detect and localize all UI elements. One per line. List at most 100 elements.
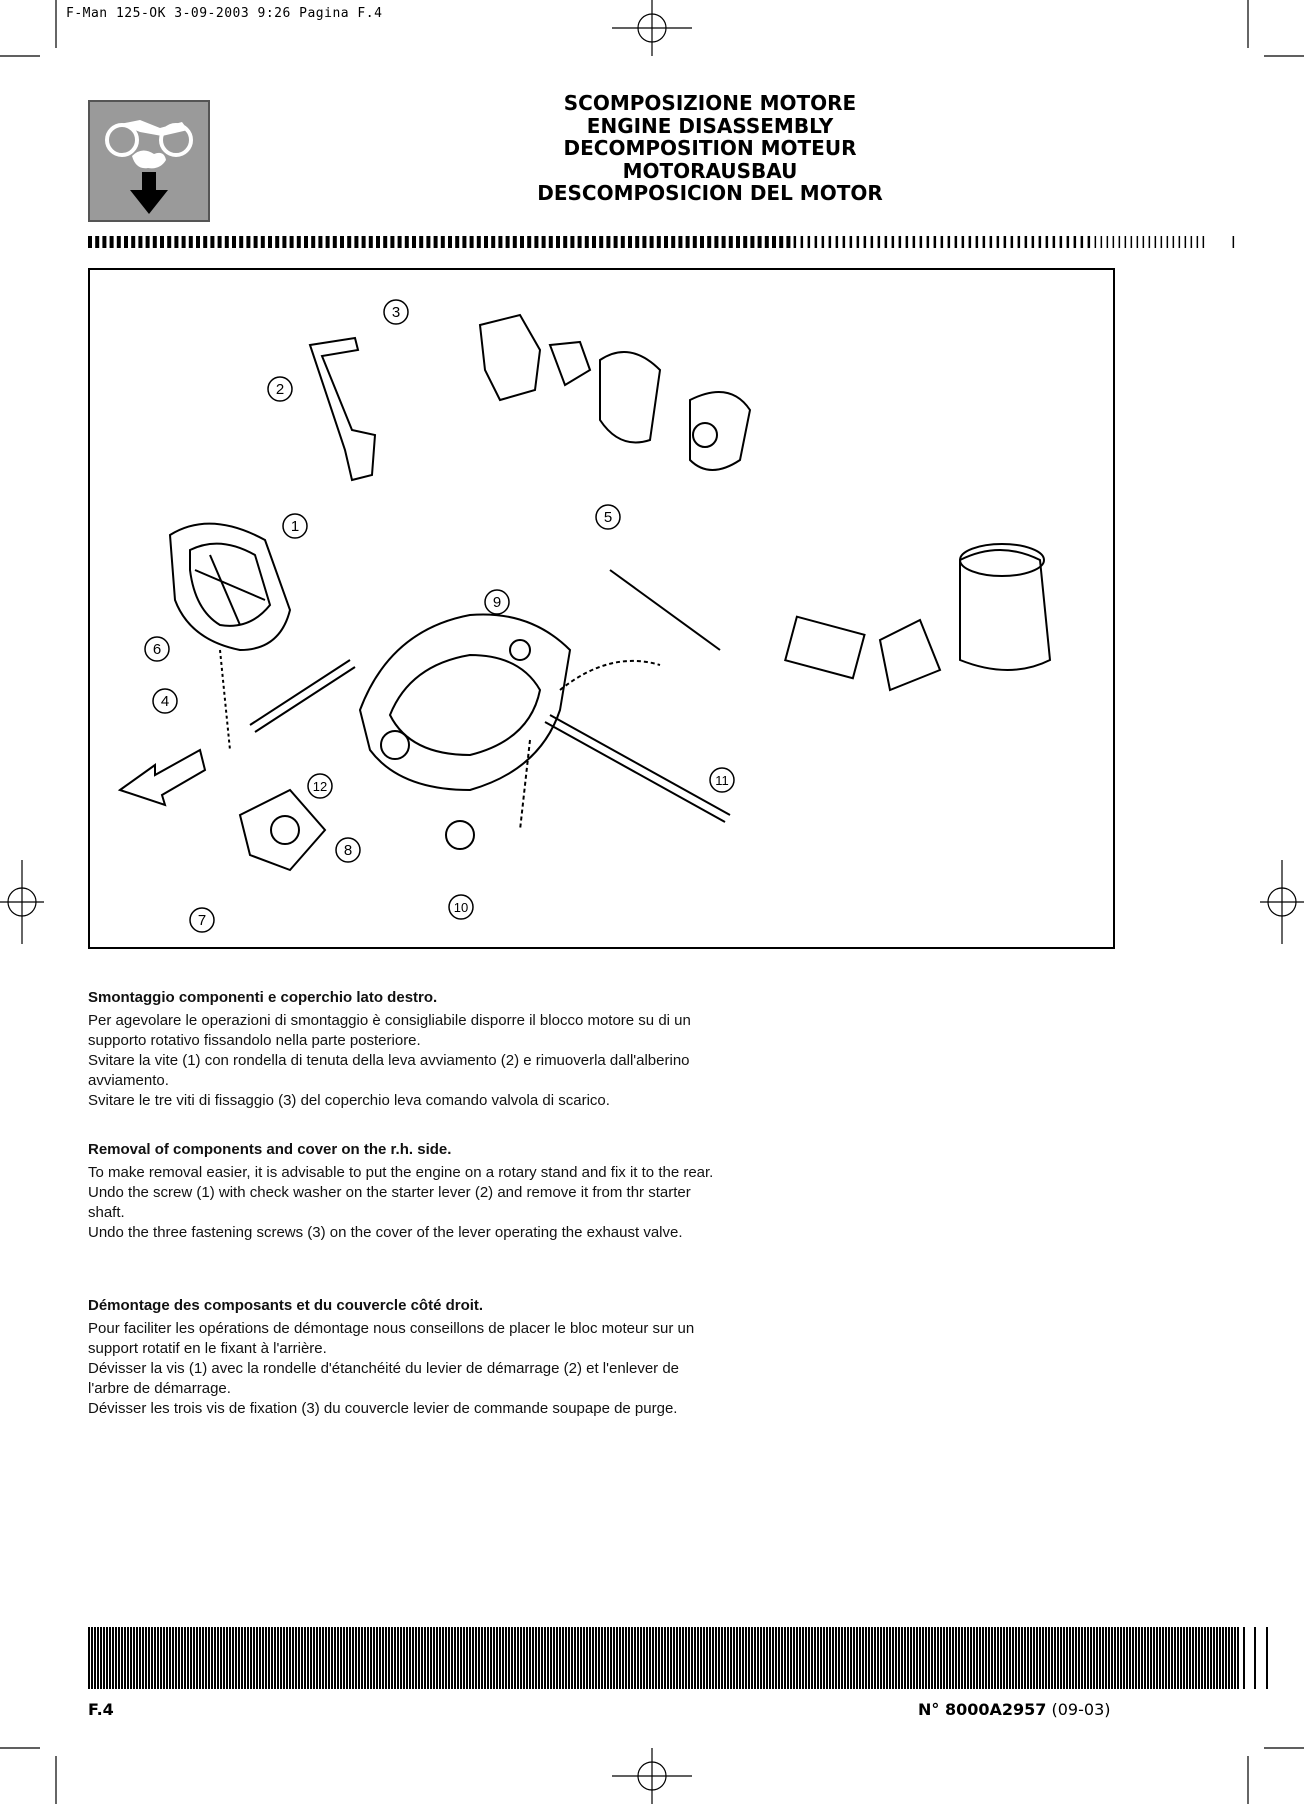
rule-bar	[817, 1627, 819, 1689]
rule-bar	[1266, 1627, 1268, 1689]
rule-bar	[968, 236, 972, 248]
rule-bar	[1171, 1627, 1173, 1689]
rule-bar	[989, 236, 993, 248]
rule-bar	[136, 1627, 138, 1689]
rule-bar	[208, 1627, 210, 1689]
rule-bar	[808, 1627, 810, 1689]
rule-bar	[1057, 1627, 1059, 1689]
rule-bar	[736, 1627, 738, 1689]
paragraph: Undo the screw (1) with check washer on …	[88, 1184, 691, 1221]
rule-bar	[152, 236, 157, 248]
callout-2: 2	[266, 375, 294, 407]
rule-bar	[562, 1627, 564, 1689]
rule-bar	[532, 1627, 534, 1689]
rule-bar	[224, 236, 229, 248]
rule-bar	[940, 1627, 942, 1689]
rule-bar	[484, 236, 488, 248]
rule-bar	[1030, 1627, 1032, 1689]
rule-bar	[298, 1627, 300, 1689]
rule-bar	[241, 1627, 243, 1689]
rule-bar	[469, 236, 474, 248]
rule-bar	[283, 1627, 285, 1689]
rule-bar	[1219, 1627, 1221, 1689]
rule-bar	[1096, 1627, 1098, 1689]
rule-bar	[388, 1627, 390, 1689]
rule-bar	[814, 1627, 816, 1689]
rule-bar	[214, 1627, 216, 1689]
rule-bar	[383, 236, 388, 248]
rule-bar	[151, 1627, 153, 1689]
rule-bar	[1090, 1627, 1092, 1689]
callout-1: 1	[281, 512, 309, 544]
rule-bar	[262, 1627, 264, 1689]
rule-bar	[193, 1627, 195, 1689]
rule-bar	[190, 1627, 192, 1689]
rule-bar	[1147, 1627, 1149, 1689]
rule-bar	[964, 1627, 966, 1689]
rule-bar	[631, 1627, 633, 1689]
rule-bar	[1136, 236, 1139, 248]
rule-bar	[514, 1627, 516, 1689]
rule-bar	[625, 1627, 627, 1689]
rule-bar	[138, 236, 143, 248]
rule-bar	[622, 1627, 624, 1689]
callout-12-label: 12	[313, 779, 327, 794]
rule-bar	[271, 1627, 273, 1689]
rule-bar	[733, 1627, 735, 1689]
rule-bar	[370, 1627, 372, 1689]
rule-bar	[954, 236, 958, 248]
rule-bar	[721, 1627, 723, 1689]
rule-bar	[606, 236, 611, 248]
rule-bar	[898, 1627, 900, 1689]
rule-bar	[121, 1627, 123, 1689]
rule-bar	[167, 236, 172, 248]
rule-bar	[826, 1627, 828, 1689]
rule-bar	[277, 1627, 279, 1689]
rule-bar	[556, 236, 560, 248]
rule-bar	[436, 1627, 438, 1689]
rule-bar	[202, 1627, 204, 1689]
rule-bar	[656, 236, 661, 248]
rule-bar	[448, 236, 452, 248]
rule-bar	[728, 236, 733, 248]
rule-bar	[796, 1627, 798, 1689]
rule-bar	[694, 1627, 696, 1689]
rule-bar	[601, 1627, 603, 1689]
rule-bar	[595, 1627, 597, 1689]
rule-bar	[1159, 1627, 1161, 1689]
rule-bar	[102, 236, 107, 248]
rule-bar	[1087, 1627, 1089, 1689]
rule-bar	[439, 1627, 441, 1689]
rule-bar	[340, 1627, 342, 1689]
rule-bar	[667, 1627, 669, 1689]
doc-code: 8000A2957	[944, 1700, 1047, 1719]
rule-bar	[863, 236, 867, 248]
rule-bar	[115, 1627, 117, 1689]
rule-bar	[940, 236, 944, 248]
rule-bar	[1033, 1627, 1035, 1689]
title-en: ENGINE DISASSEMBLY	[586, 113, 834, 138]
rule-bar	[1132, 1627, 1134, 1689]
rule-bar	[1135, 1627, 1137, 1689]
rule-bar	[296, 236, 301, 248]
rule-bar	[856, 1627, 858, 1689]
rule-bar	[937, 1627, 939, 1689]
rule-bar	[109, 236, 114, 248]
rule-bar	[1201, 1627, 1203, 1689]
rule-bar	[1072, 1627, 1074, 1689]
paragraph: To make removal easier, it is advisable …	[88, 1164, 714, 1181]
rule-bar	[553, 1627, 555, 1689]
paragraph: Dévisser la vis (1) avec la rondelle d'é…	[88, 1360, 680, 1397]
rule-bar	[256, 1627, 258, 1689]
rule-bar	[664, 236, 668, 248]
rule-bar	[124, 236, 128, 248]
rule-bar	[455, 236, 460, 248]
callout-9: 9	[483, 588, 511, 620]
rule-bar	[868, 1627, 870, 1689]
rule-bar	[745, 1627, 747, 1689]
rule-bar	[853, 1627, 855, 1689]
rule-bar	[547, 1627, 549, 1689]
rule-bar	[424, 1627, 426, 1689]
rule-bar	[1165, 1627, 1167, 1689]
rule-bar	[275, 236, 280, 248]
